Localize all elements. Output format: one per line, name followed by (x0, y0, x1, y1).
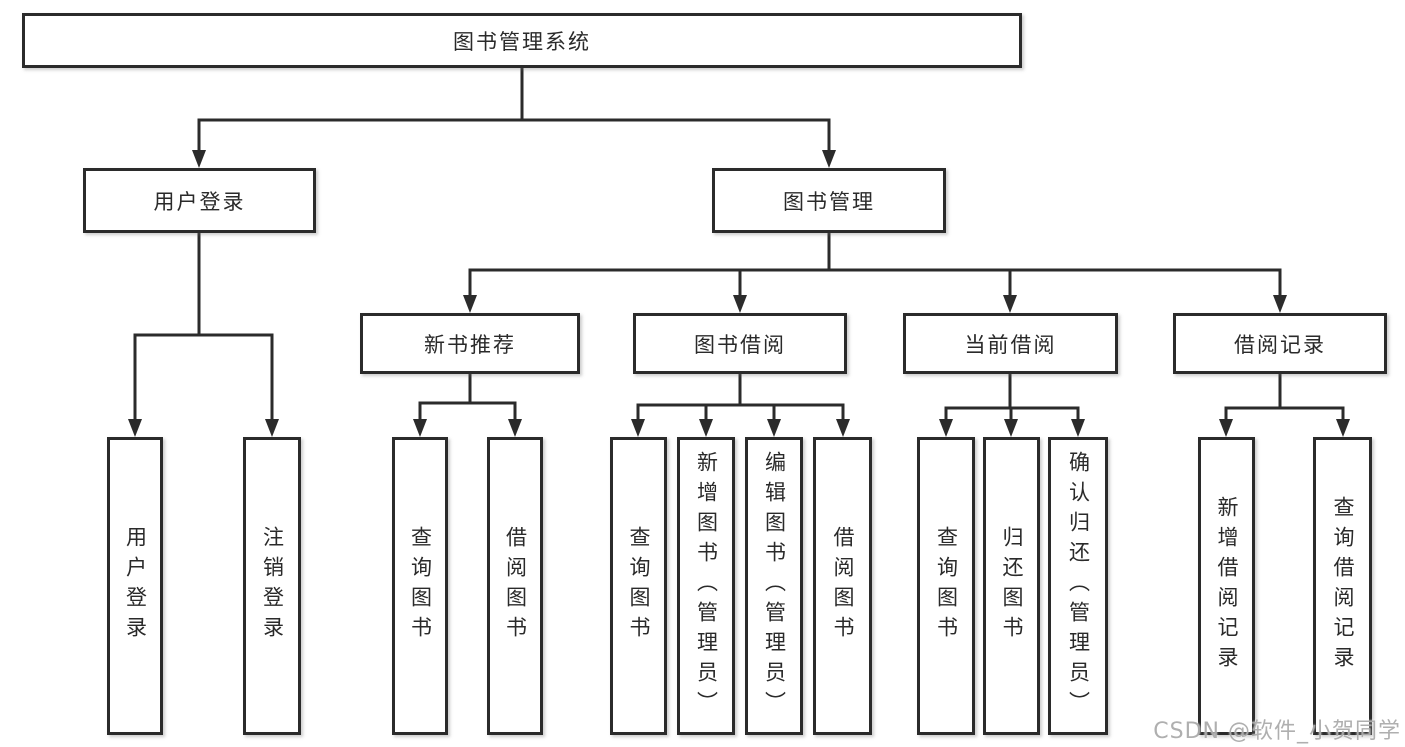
node-leaf-cb-confirm-label: 确认归还（管理员） (1066, 451, 1091, 721)
node-leaf-br-add: 新增借阅记录 (1198, 437, 1255, 735)
node-leaf-bb-borrow-label: 借阅图书 (831, 526, 855, 646)
node-leaf-logout-label: 注销登录 (260, 526, 285, 646)
node-leaf-nb-borrow: 借阅图书 (487, 437, 543, 735)
node-root-label: 图书管理系统 (453, 29, 591, 54)
node-leaf-bb-query-label: 查询图书 (627, 526, 651, 646)
node-leaf-user-login: 用户登录 (107, 437, 163, 735)
node-leaf-bb-add: 新增图书（管理员） (677, 437, 735, 735)
node-user-login-label: 用户登录 (153, 189, 246, 214)
node-leaf-bb-borrow: 借阅图书 (813, 437, 872, 735)
node-leaf-br-add-label: 新增借阅记录 (1215, 496, 1239, 676)
node-leaf-nb-query-label: 查询图书 (408, 526, 433, 646)
node-leaf-br-query-label: 查询借阅记录 (1331, 496, 1355, 676)
node-book-borrow-label: 图书借阅 (694, 332, 786, 357)
node-leaf-bb-add-label: 新增图书（管理员） (694, 451, 719, 721)
node-leaf-cb-confirm: 确认归还（管理员） (1048, 437, 1108, 735)
node-leaf-cb-return: 归还图书 (983, 437, 1040, 735)
node-leaf-bb-edit-label: 编辑图书（管理员） (762, 451, 787, 721)
node-current-borrow: 当前借阅 (903, 313, 1118, 374)
node-borrow-records-label: 借阅记录 (1234, 332, 1326, 357)
node-leaf-cb-return-label: 归还图书 (1000, 526, 1024, 646)
node-leaf-nb-borrow-label: 借阅图书 (503, 526, 528, 646)
node-leaf-cb-query: 查询图书 (917, 437, 975, 735)
watermark: CSDN @软件_小贺同学 (1153, 719, 1401, 744)
node-book-mgmt-label: 图书管理 (783, 189, 875, 214)
node-book-borrow: 图书借阅 (633, 313, 847, 374)
node-leaf-br-query: 查询借阅记录 (1313, 437, 1372, 735)
node-leaf-cb-query-label: 查询图书 (934, 526, 959, 646)
node-book-mgmt: 图书管理 (712, 168, 946, 233)
node-user-login: 用户登录 (83, 168, 316, 233)
node-new-books-label: 新书推荐 (424, 332, 516, 357)
node-borrow-records: 借阅记录 (1173, 313, 1387, 374)
node-root: 图书管理系统 (22, 13, 1022, 68)
node-current-borrow-label: 当前借阅 (964, 332, 1057, 357)
node-leaf-logout: 注销登录 (243, 437, 301, 735)
node-leaf-bb-edit: 编辑图书（管理员） (745, 437, 803, 735)
node-new-books: 新书推荐 (360, 313, 580, 374)
node-leaf-bb-query: 查询图书 (610, 437, 667, 735)
node-leaf-nb-query: 查询图书 (392, 437, 448, 735)
node-leaf-user-login-label: 用户登录 (123, 526, 148, 646)
